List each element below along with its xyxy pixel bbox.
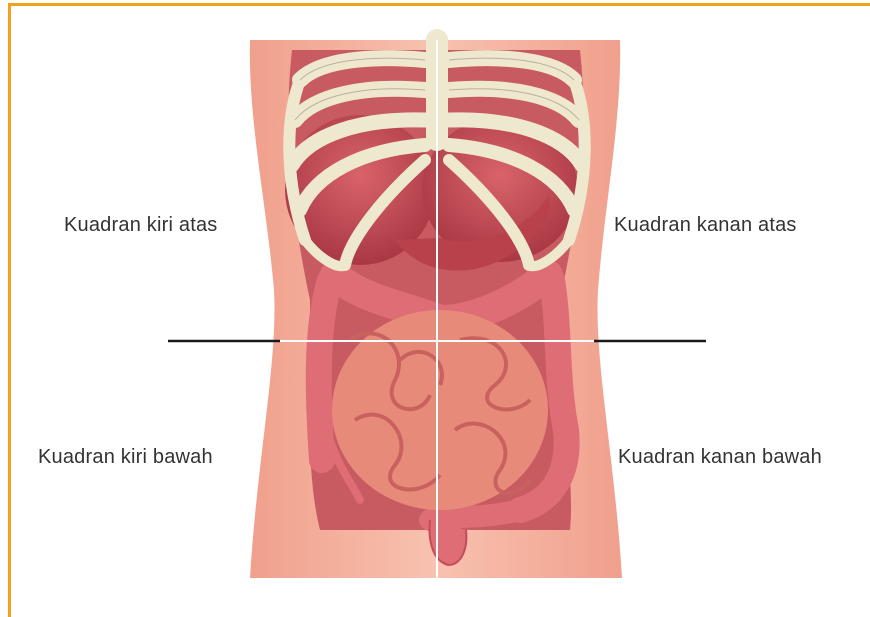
label-lower-left-quadrant: Kuadran kiri bawah [38, 446, 213, 469]
label-upper-left-quadrant: Kuadran kiri atas [64, 214, 217, 237]
ascending-colon [319, 280, 330, 460]
label-lower-right-quadrant: Kuadran kanan bawah [618, 446, 822, 469]
label-upper-right-quadrant: Kuadran kanan atas [614, 214, 797, 237]
sigmoid-colon [430, 510, 520, 520]
